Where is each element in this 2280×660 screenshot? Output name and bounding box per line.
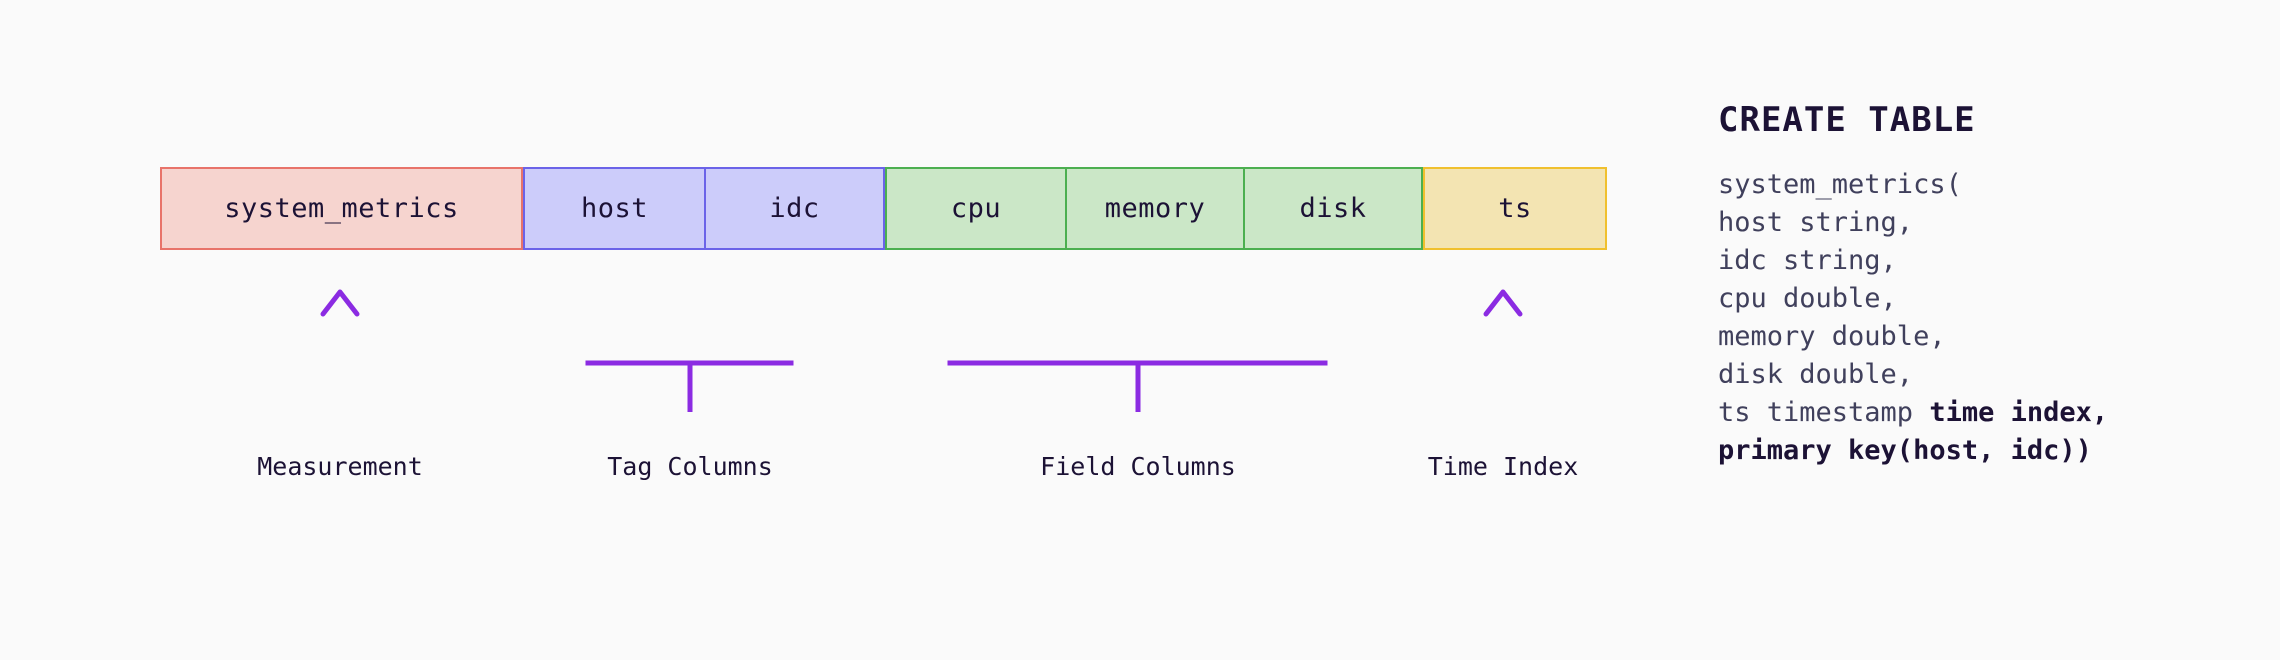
schema-cell-memory[interactable]: memory bbox=[1065, 169, 1243, 248]
sql-line-5: disk double, bbox=[1718, 359, 1914, 390]
annotation-label-time-index: Time Index bbox=[1427, 452, 1579, 481]
annotation-label-tag-columns: Tag Columns bbox=[607, 452, 773, 481]
schema-cell-host[interactable]: host bbox=[580, 193, 649, 224]
sql-line-0: system_metrics( bbox=[1718, 169, 1962, 200]
schema-segment-measurement: system_metrics bbox=[160, 167, 523, 250]
schema-cell-system_metrics[interactable]: system_metrics bbox=[224, 193, 459, 224]
sql-title: CREATE TABLE bbox=[1718, 100, 1976, 140]
schema-cell-disk[interactable]: disk bbox=[1243, 169, 1421, 248]
schema-cell-cpu[interactable]: cpu bbox=[950, 193, 1002, 224]
annotation-label-field-columns: Field Columns bbox=[1040, 452, 1236, 481]
arrow-head-3 bbox=[1483, 289, 1523, 317]
schema-segment-tags: host idc bbox=[523, 167, 885, 250]
schema-segment-time_index: ts bbox=[1423, 167, 1607, 250]
arrow-head-0 bbox=[320, 289, 360, 317]
create-table-panel: CREATE TABLE system_metrics(host string,… bbox=[1718, 100, 2108, 470]
schema-cell-idc[interactable]: idc bbox=[704, 169, 883, 248]
sql-line-6: ts timestamp time index, bbox=[1718, 397, 2109, 428]
sql-line-7: primary key(host, idc)) bbox=[1718, 435, 2092, 466]
sql-line-3: cpu double, bbox=[1718, 283, 1897, 314]
schema-cell-ts[interactable]: ts bbox=[1498, 193, 1532, 224]
sql-line-1: host string, bbox=[1718, 207, 1914, 238]
sql-body: system_metrics(host string, idc string, cp… bbox=[1718, 166, 2108, 470]
annotation-label-measurement: Measurement bbox=[257, 452, 423, 481]
sql-line-4: memory double, bbox=[1718, 321, 1946, 352]
sql-line-2: idc string, bbox=[1718, 245, 1897, 276]
